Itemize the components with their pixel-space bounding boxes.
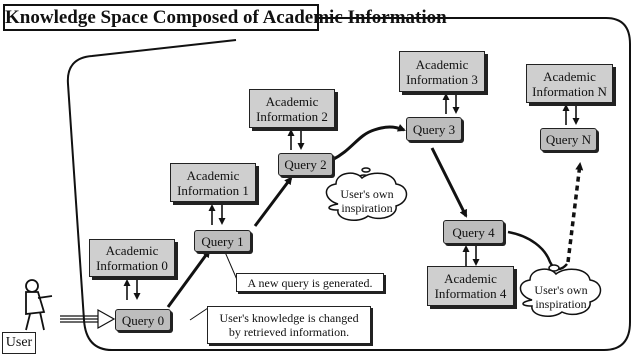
academic-info-0-line2: Information 0 <box>96 258 168 273</box>
query-n: Query N <box>540 128 597 151</box>
query-1: Query 1 <box>194 230 251 252</box>
academic-info-1: Academic Information 1 <box>170 163 256 202</box>
inspiration-text-1: User's own inspiration <box>332 186 402 216</box>
exchange-arrows-2 <box>287 129 305 150</box>
academic-info-4-line1: Academic <box>444 271 497 286</box>
query-0: Query 0 <box>115 309 171 331</box>
exchange-arrows-n <box>562 104 580 125</box>
arrow-query0-to-query1 <box>166 249 211 308</box>
query-3: Query 3 <box>406 117 462 141</box>
academic-info-4-line2: Information 4 <box>434 286 507 301</box>
note-pointer-new-query <box>224 251 239 283</box>
note-knowledge-changed-line1: User's knowledge is changed <box>219 311 359 325</box>
note-pointer-knowledge <box>189 307 209 321</box>
knowledge-space-boundary <box>66 17 631 351</box>
academic-info-0: Academic Information 0 <box>89 239 175 277</box>
academic-info-2-line1: Academic <box>265 93 319 109</box>
academic-info-1-line1: Academic <box>186 167 240 183</box>
academic-info-3: Academic Information 3 <box>399 51 485 92</box>
user-label: User <box>2 332 36 354</box>
academic-info-3-line1: Academic <box>415 56 469 72</box>
inspiration-text-2-line1: User's own <box>534 283 588 297</box>
query-2: Query 2 <box>278 153 333 176</box>
academic-info-1-line2: Information 1 <box>177 182 249 198</box>
arrow-query4-to-queryN <box>507 230 568 271</box>
note-knowledge-changed: User's knowledge is changed by retrieved… <box>207 306 371 344</box>
arrow-query2-to-query3 <box>331 124 406 162</box>
academic-info-n-line1: Academic <box>543 68 596 84</box>
arrow-query1-to-query2 <box>253 176 293 227</box>
academic-info-0-line1: Academic <box>105 243 159 258</box>
inspiration-text-1-line1: User's own <box>340 187 394 201</box>
inspiration-cloud-1 <box>325 167 408 222</box>
inspiration-text-2: User's own inspiration <box>526 282 596 312</box>
academic-info-2-line2: Information 2 <box>256 108 328 124</box>
exchange-arrows-4 <box>462 245 480 266</box>
arrow-query3-to-query4 <box>430 147 468 218</box>
note-knowledge-changed-line2: by retrieved information. <box>228 325 350 339</box>
exchange-arrows-3 <box>442 93 460 114</box>
academic-info-4: Academic Information 4 <box>427 266 514 306</box>
academic-info-3-line2: Information 3 <box>406 71 478 87</box>
diagram-title: Knowledge Space Composed of Academic Inf… <box>3 4 447 31</box>
academic-info-n-line2: Information N <box>532 83 607 99</box>
note-new-query: A new query is generated. <box>236 273 384 292</box>
academic-info-n: Academic Information N <box>526 64 613 103</box>
user-figure <box>25 279 53 331</box>
query-4: Query 4 <box>443 220 504 244</box>
academic-info-2: Academic Information 2 <box>249 89 335 128</box>
inspiration-cloud-2 <box>519 264 602 318</box>
exchange-arrows-0 <box>123 279 141 300</box>
inspiration-text-2-line2: inspiration <box>535 297 587 311</box>
inspiration-text-1-line2: inspiration <box>341 201 393 215</box>
dashed-arrow-to-queryN <box>566 162 584 263</box>
user-entry-arrow <box>60 308 116 330</box>
exchange-arrows-1 <box>208 204 226 225</box>
